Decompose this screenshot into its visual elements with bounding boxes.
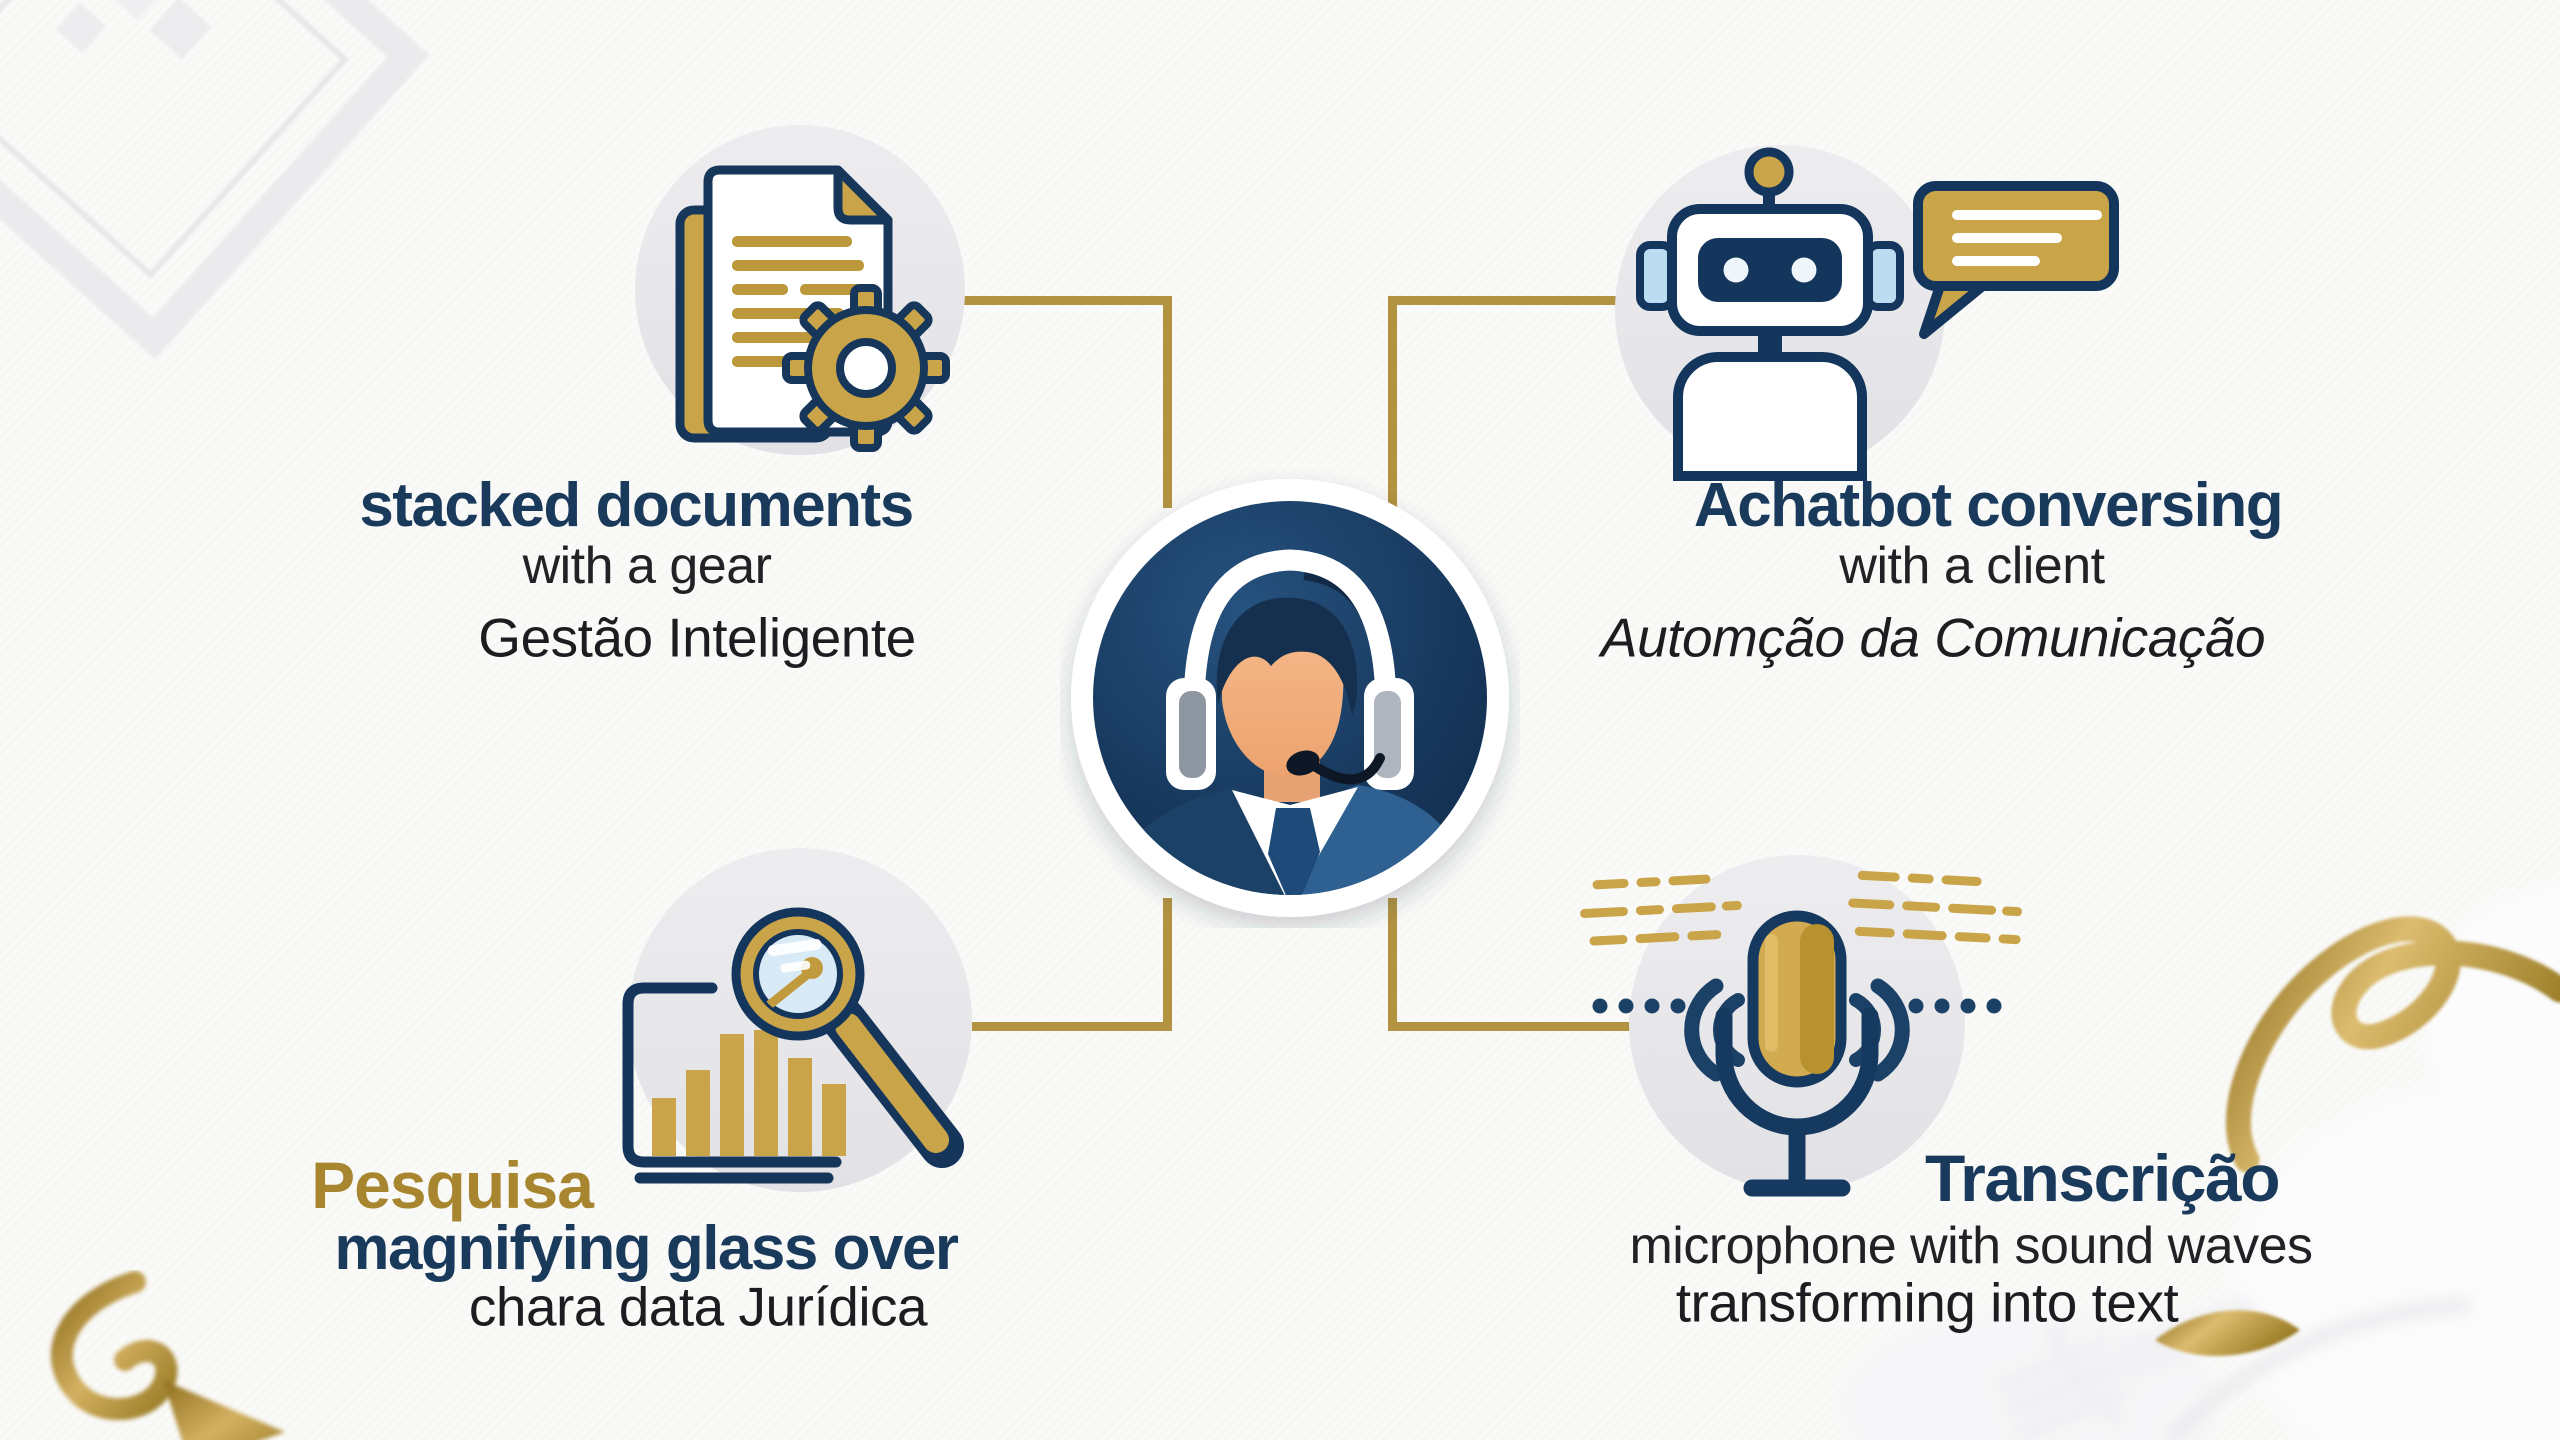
connector-top-left-horizontal	[962, 296, 1167, 305]
label-top-left-subtitle: with a gear	[522, 537, 772, 595]
mic-stand	[1715, 1007, 1879, 1197]
chart-bars	[652, 1030, 846, 1156]
robot-head	[1667, 204, 1873, 336]
connector-top-left-vertical	[1163, 296, 1172, 508]
bar-chart	[622, 982, 846, 1184]
connector-bottom-left-vertical	[1163, 898, 1172, 1031]
label-bottom-left-caption: chara data Jurídica	[468, 1275, 928, 1338]
magnifying-glass-bar-chart-icon	[622, 848, 972, 1192]
connector-top-right-vertical	[1388, 296, 1397, 508]
gear-icon	[782, 284, 950, 452]
dots-right	[1908, 998, 2002, 1014]
robot-eye-left	[1723, 257, 1749, 283]
magnifying-glass	[731, 907, 964, 1168]
connector-bottom-right-vertical	[1388, 898, 1397, 1031]
robot-eye-right	[1791, 257, 1817, 283]
microphone-sound-waves-icon	[1580, 855, 2023, 1197]
headset-band	[1183, 549, 1397, 709]
lens-highlights	[767, 938, 822, 973]
lens-trend-line	[763, 969, 813, 1011]
robot-face-plate	[1698, 238, 1842, 302]
agent-tie	[1268, 808, 1320, 895]
magnifier-handle	[835, 1013, 949, 1153]
speech-bubble-icon	[1913, 181, 2119, 339]
label-top-right-subtitle: with a client	[1839, 537, 2105, 595]
text-dashes-right	[1848, 870, 2023, 945]
label-bottom-left-title: magnifying glass over	[334, 1214, 959, 1283]
mic-tip	[1286, 750, 1320, 776]
decor-bottom-left-gold-ribbon	[50, 1271, 285, 1440]
mic-body	[1747, 910, 1847, 1088]
label-top-right-caption: Automção da Comunicação	[1600, 606, 2266, 669]
mic-boom	[1311, 753, 1385, 785]
label-top-right-title: Achatbot conversing	[1693, 471, 2284, 540]
agent-hair	[1216, 597, 1358, 716]
support-agent-headset-icon	[1071, 479, 1509, 917]
label-bottom-right-subtitle: microphone with sound waves	[1629, 1217, 2313, 1275]
agent-headset	[1166, 549, 1414, 790]
label-bottom-right-caption: transforming into text	[1675, 1271, 2179, 1334]
decor-top-left-paper-shapes	[0, 0, 430, 360]
speech-bubble-text-lines	[1952, 210, 2102, 266]
folded-corner	[833, 165, 893, 225]
chatbot-speech-bubble-icon	[1615, 145, 2119, 481]
label-bottom-left-gold: Pesquisa	[311, 1148, 594, 1222]
connector-bottom-right-horizontal	[1388, 1022, 1633, 1031]
stacked-documents-gear-icon	[635, 125, 965, 455]
robot-body	[1673, 331, 1867, 481]
text-dashes-left	[1580, 874, 1742, 946]
robot-antenna	[1744, 147, 1794, 220]
label-top-left-caption: Gestão Inteligente	[478, 606, 916, 669]
label-bottom-right-title: Transcrição	[1924, 1141, 2281, 1215]
connector-bottom-left-horizontal	[972, 1022, 1167, 1031]
decor-bottom-right-ribbon-and-shapes	[1840, 886, 2560, 1440]
dots-left	[1592, 998, 1686, 1014]
label-top-left-title: stacked documents	[359, 471, 914, 540]
connector-top-right-horizontal	[1388, 296, 1620, 305]
gold-ribbon-curl	[2155, 916, 2560, 1357]
